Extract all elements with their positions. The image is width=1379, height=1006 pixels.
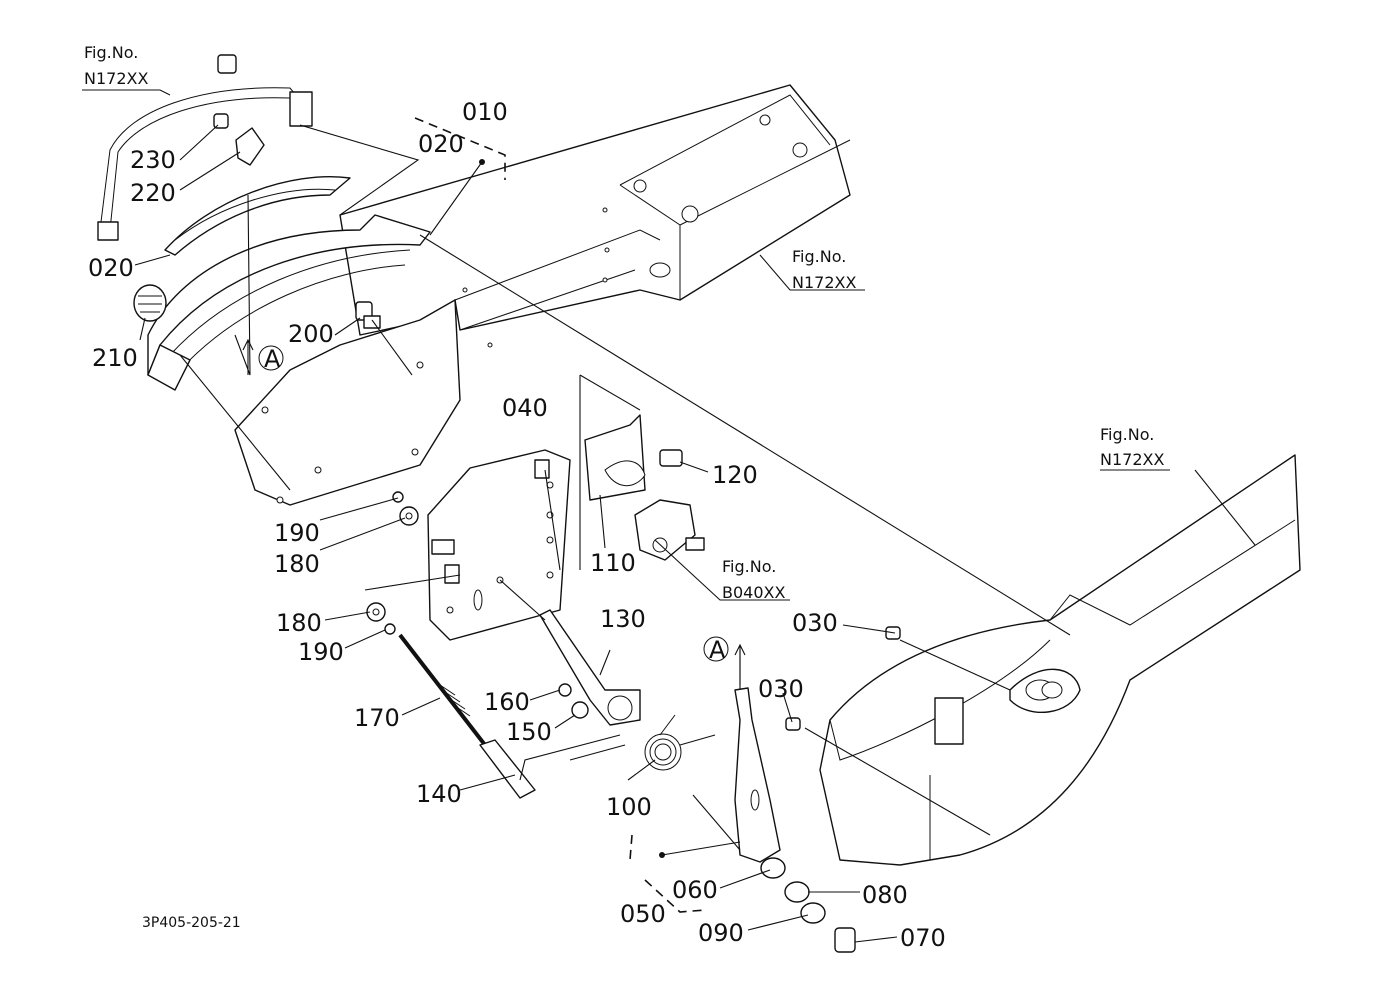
fig-ref-label: Fig.No.: [1100, 425, 1154, 444]
callout-220: 220: [130, 179, 176, 207]
lever-arm-050: [734, 687, 856, 953]
callout-190: 190: [298, 638, 344, 666]
side-plate: [234, 299, 493, 506]
callout-090: 090: [698, 919, 744, 947]
callout-140: 140: [416, 780, 462, 808]
bolt-030b: [785, 717, 801, 731]
leader-lines: [82, 89, 1256, 943]
quadrant-plate: [164, 176, 351, 256]
callout-120: 120: [712, 461, 758, 489]
dot-010: [479, 159, 485, 165]
bolt-200: [355, 301, 381, 329]
callout-190: 190: [274, 519, 320, 547]
view-marker-a-top: [242, 338, 284, 375]
drawing-code: 3P405-205-21: [142, 915, 241, 931]
right-housing: [819, 454, 1301, 866]
callout-210: 210: [92, 344, 138, 372]
callout-050: 050: [620, 900, 666, 928]
washers: [366, 491, 589, 719]
callout-030: 030: [792, 609, 838, 637]
fig-ref-label: Fig.No.: [792, 247, 846, 266]
callout-130: 130: [600, 605, 646, 633]
main-frame-beam: [339, 84, 851, 336]
lever-130: [539, 609, 641, 726]
top-guard-rod: [97, 54, 313, 241]
fig-ref-number: N172XX: [1100, 450, 1164, 469]
view-marker-a-bottom: [703, 636, 746, 685]
callout-170: 170: [354, 704, 400, 732]
callout-160: 160: [484, 688, 530, 716]
bracket-110: [584, 414, 683, 501]
view-label-a: A: [264, 345, 281, 373]
callout-100: 100: [606, 793, 652, 821]
callout-110: 110: [590, 549, 636, 577]
callout-080: 080: [862, 881, 908, 909]
callout-200: 200: [288, 320, 334, 348]
fig-ref-label: Fig.No.: [84, 43, 138, 62]
fig-ref-number: N172XX: [792, 273, 856, 292]
view-label-a: A: [709, 636, 726, 664]
callout-180: 180: [276, 609, 322, 637]
callout-070: 070: [900, 924, 946, 952]
callout-010: 010: [462, 98, 508, 126]
stopper-block: [213, 113, 265, 166]
bracket-010: [414, 117, 506, 180]
dot-050: [659, 852, 665, 858]
fig-ref-number: N172XX: [84, 69, 148, 88]
fig-ref-number: B040XX: [722, 583, 785, 602]
quadrant-guide: [147, 214, 431, 391]
callout-180: 180: [274, 550, 320, 578]
callout-040: 040: [502, 394, 548, 422]
spring-100: [644, 714, 716, 771]
callout-030: 030: [758, 675, 804, 703]
callout-020: 020: [418, 130, 464, 158]
bracket-050: [629, 834, 706, 913]
fig-ref-label: Fig.No.: [722, 557, 776, 576]
callout-150: 150: [506, 718, 552, 746]
lever-knob: [133, 284, 167, 322]
callout-230: 230: [130, 146, 176, 174]
callout-060: 060: [672, 876, 718, 904]
rod-170: [398, 633, 536, 799]
callout-020: 020: [88, 254, 134, 282]
switch-assembly: [634, 499, 705, 561]
